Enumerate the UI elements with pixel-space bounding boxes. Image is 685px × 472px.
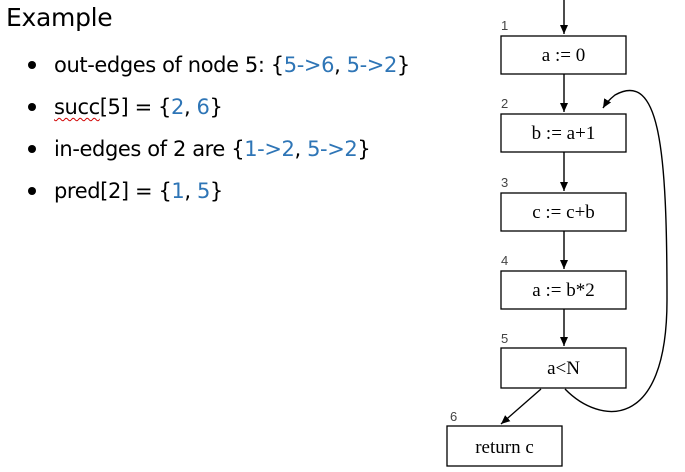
node-6-box [446,425,563,467]
node-3-number: 3 [501,175,508,190]
brace-close: } [357,137,371,161]
edge-5-2-loop [564,89,668,413]
succ-node-2: 2 [171,95,184,119]
node-3-label: c := c+b [532,202,595,223]
edge-1-2: 1->2 [244,137,295,161]
node-2-label: b := a+1 [532,123,596,144]
node-3-box [500,192,627,232]
node-4-label: a := b*2 [532,280,594,301]
node-5: 5 a<N [500,331,627,389]
bullet-out-edges: out-edges of node 5: {5->6, 5->2} [26,48,410,90]
node-5-box [500,347,627,389]
node-1-box [500,35,627,75]
bullet-pred: pred[2] = {1, 5} [26,174,410,216]
node-4-box [500,270,627,310]
bullet-text: [5] = { [99,95,172,119]
separator: , [183,95,197,119]
bullet-dot [28,61,36,69]
pred-node-1: 1 [171,179,185,203]
node-2: 2 b := a+1 [500,96,627,153]
spellcheck-word: succ [54,95,100,119]
node-1-number: 1 [501,18,508,33]
edge-5-2: 5->2 [346,53,398,77]
bullet-in-edges: in-edges of 2 are {1->2, 5->2} [26,132,410,174]
succ-node-6: 6 [196,95,210,119]
bullet-succ: succ[5] = {2, 6} [26,90,410,132]
edge-5-6: 5->6 [283,53,335,77]
node-3: 3 c := c+b [500,175,627,232]
bullet-dot [28,145,36,153]
node-1: 1 a := 0 [500,18,627,75]
node-6-label: return c [475,437,534,458]
node-5-label: a<N [547,358,580,379]
bullet-dot [28,187,36,195]
bullet-text: out-edges of node 5: { [54,53,284,77]
brace-close: } [209,95,223,119]
pred-node-5: 5 [196,179,210,203]
bullet-text: in-edges of 2 are { [54,137,245,161]
node-5-number: 5 [501,331,508,346]
node-6-number: 6 [450,409,457,424]
edge-5-2: 5->2 [307,137,358,161]
node-2-box [500,113,627,153]
bullet-list: out-edges of node 5: {5->6, 5->2} succ[5… [26,48,410,216]
separator: , [334,53,347,77]
node-1-label: a := 0 [542,45,585,66]
edge-5-6 [500,388,542,425]
bullet-dot [28,103,36,111]
brace-close: } [396,53,410,77]
node-6: 6 return c [446,409,563,467]
node-4-number: 4 [501,253,508,268]
brace-close: } [209,179,223,203]
node-2-number: 2 [501,96,508,111]
node-4: 4 a := b*2 [500,253,627,310]
slide-title: Example [6,3,113,32]
separator: , [184,179,197,203]
bullet-text: pred[2] = { [54,179,172,203]
separator: , [294,137,308,161]
